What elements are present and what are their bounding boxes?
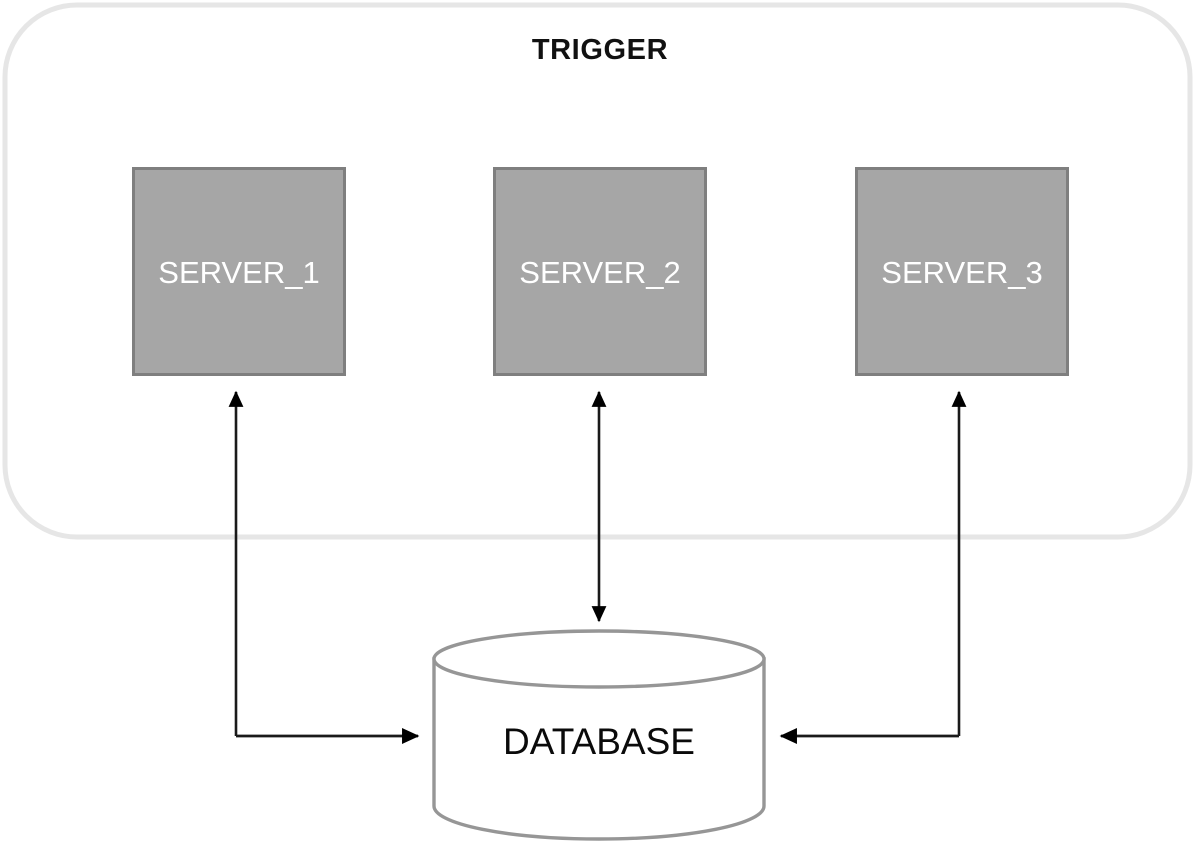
connector-server3-database bbox=[779, 390, 967, 744]
node-label-server-3: SERVER_3 bbox=[881, 255, 1043, 290]
node-server-1[interactable] bbox=[132, 167, 346, 376]
node-label-server-2: SERVER_2 bbox=[519, 255, 681, 290]
node-server-2[interactable] bbox=[493, 167, 707, 376]
node-database[interactable] bbox=[432, 629, 766, 841]
node-server-3[interactable] bbox=[855, 167, 1069, 376]
node-label-server-1: SERVER_1 bbox=[158, 255, 320, 290]
page-title: TRIGGER bbox=[531, 34, 669, 66]
connector-server1-database bbox=[228, 390, 420, 744]
node-label-database: DATABASE bbox=[503, 721, 695, 762]
database-top-ellipse bbox=[432, 629, 766, 689]
